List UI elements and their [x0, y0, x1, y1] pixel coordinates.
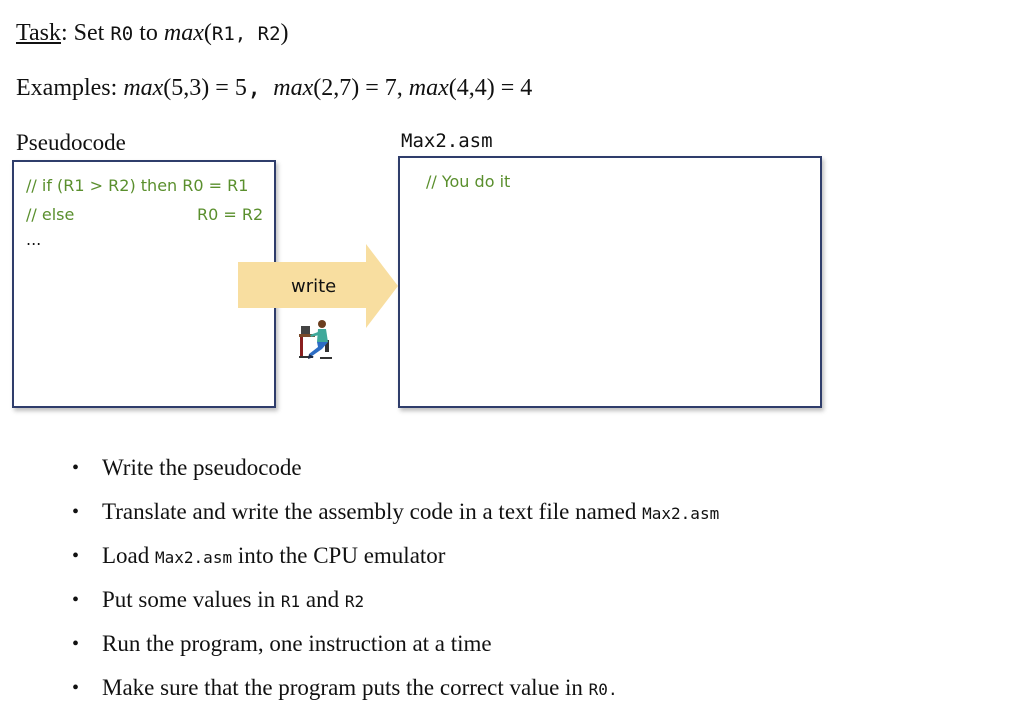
person-at-computer-icon — [299, 320, 332, 359]
example-max-3: max — [408, 75, 449, 101]
bullet-6-code: R0. — [588, 680, 618, 699]
examples-label: Examples: — [16, 75, 124, 101]
write-arrow — [238, 244, 398, 328]
pseudocode-line-2-right: R0 = R2 — [197, 205, 264, 224]
bullet-4-code-1: R1 — [280, 592, 301, 611]
bullet-5-text: Run the program, one instruction at a ti… — [102, 631, 492, 656]
list-item: Load Max2.asm into the CPU emulator — [72, 540, 719, 584]
bullet-1-text: Write the pseudocode — [102, 455, 302, 480]
list-item: Translate and write the assembly code in… — [72, 496, 719, 540]
bullet-2-code: Max2.asm — [642, 504, 720, 523]
pseudocode-box: // if (R1 > R2) then R0 = R1 // else R0 … — [12, 160, 276, 408]
examples-line: Examples: max(5,3) = 5, max(2,7) = 7, ma… — [16, 73, 532, 102]
task-close: ) — [280, 20, 289, 46]
example-max-2: max — [273, 75, 314, 101]
asm-file-title: Max2.asm — [401, 130, 493, 152]
list-item: Run the program, one instruction at a ti… — [72, 628, 719, 672]
list-item: Put some values in R1 and R2 — [72, 584, 719, 628]
task-args: R1, R2 — [211, 23, 281, 45]
task-text-to: to — [133, 20, 164, 46]
example-3: (4,4) = 4 — [448, 75, 533, 101]
arrow-label: write — [291, 276, 337, 297]
bullet-4-mid: and — [300, 587, 345, 612]
bullet-2-text: Translate and write the assembly code in… — [102, 499, 643, 524]
example-1: (5,3) = 5 — [163, 75, 247, 101]
asm-line-1: // You do it — [426, 172, 511, 191]
task-label: Task — [16, 20, 61, 46]
pseudocode-line-2-left: // else — [26, 205, 75, 224]
example-comma: , — [246, 73, 262, 101]
pseudocode-ellipsis: ... — [26, 230, 42, 249]
task-text-set: : Set — [60, 20, 111, 46]
task-r0: R0 — [110, 23, 134, 45]
task-line: Task: Set R0 to max(R1, R2) — [16, 20, 289, 47]
bullet-3-code: Max2.asm — [155, 548, 233, 567]
list-item: Write the pseudocode — [72, 452, 719, 496]
bullet-4-code-2: R2 — [344, 592, 365, 611]
pseudocode-line-1: // if (R1 > R2) then R0 = R1 — [26, 176, 249, 195]
arrow-shape — [238, 244, 398, 328]
example-max-1: max — [123, 75, 164, 101]
bullet-3-pre: Load — [102, 543, 156, 568]
asm-editor-box: // You do it — [398, 156, 822, 408]
bullet-6-text: Make sure that the program puts the corr… — [102, 675, 589, 700]
bullet-3-post: into the CPU emulator — [232, 543, 446, 568]
list-item: Make sure that the program puts the corr… — [72, 672, 719, 716]
pseudocode-title: Pseudocode — [16, 130, 126, 155]
task-open: ( — [203, 20, 212, 46]
example-2: (2,7) = 7, — [313, 75, 409, 101]
bullet-4-pre: Put some values in — [102, 587, 281, 612]
task-max: max — [163, 20, 204, 46]
instruction-list: Write the pseudocode Translate and write… — [72, 452, 719, 716]
